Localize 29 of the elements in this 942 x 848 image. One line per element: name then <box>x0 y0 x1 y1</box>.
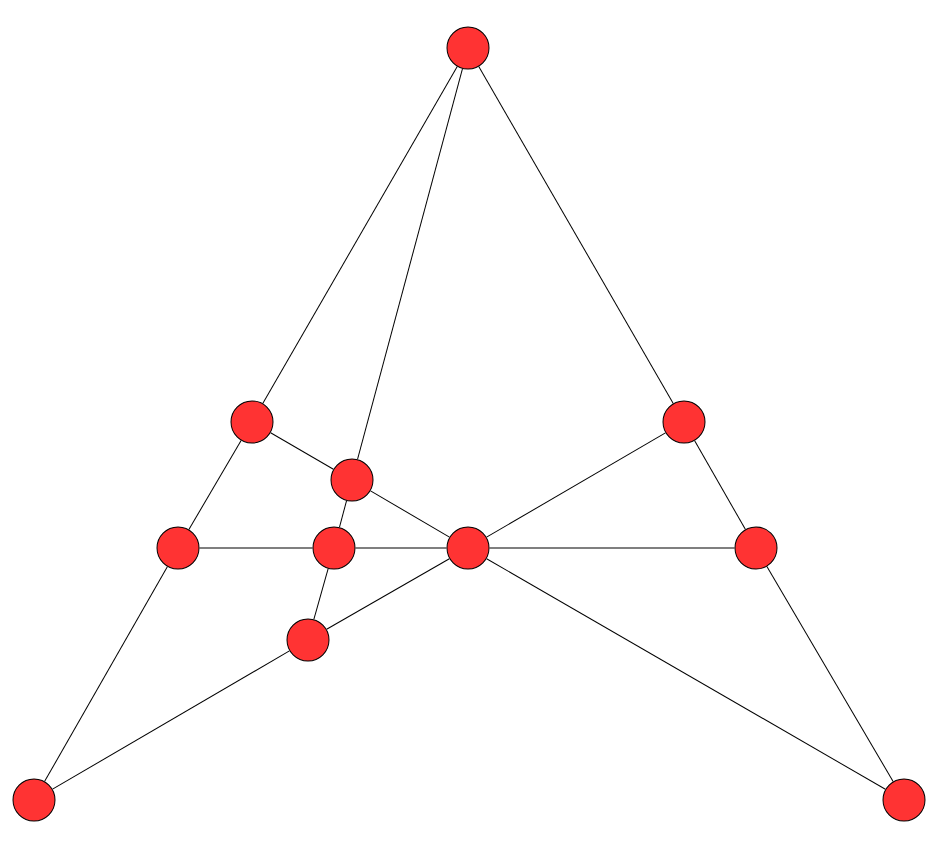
edge-line <box>357 68 463 460</box>
vertex-circle <box>12 778 56 822</box>
edge-line <box>44 566 168 782</box>
edge-line <box>188 440 242 530</box>
vertex-circle <box>312 526 356 570</box>
edge-line <box>339 500 347 528</box>
edge-line <box>486 558 886 790</box>
vertex-circle <box>286 618 330 662</box>
vertex-circle <box>230 400 274 444</box>
vertex-circle <box>156 526 200 570</box>
vertex-circle <box>446 26 490 70</box>
edge-line <box>478 66 674 404</box>
edge-line <box>199 547 313 549</box>
vertex-circle <box>882 778 926 822</box>
edge-line <box>270 432 334 470</box>
edge-line <box>326 558 450 630</box>
vertex-circle <box>734 526 778 570</box>
vertex-circle <box>662 400 706 444</box>
edge-line <box>313 568 329 620</box>
edge-line <box>486 432 666 538</box>
edge-line <box>766 566 894 782</box>
vertex-circle <box>446 526 490 570</box>
edge-line <box>355 547 447 549</box>
edge-line <box>694 440 746 530</box>
edge-line <box>489 547 735 549</box>
edge-line <box>370 490 450 538</box>
edge-line <box>262 66 458 404</box>
vertex-circle <box>330 458 374 502</box>
edge-line <box>52 650 290 790</box>
